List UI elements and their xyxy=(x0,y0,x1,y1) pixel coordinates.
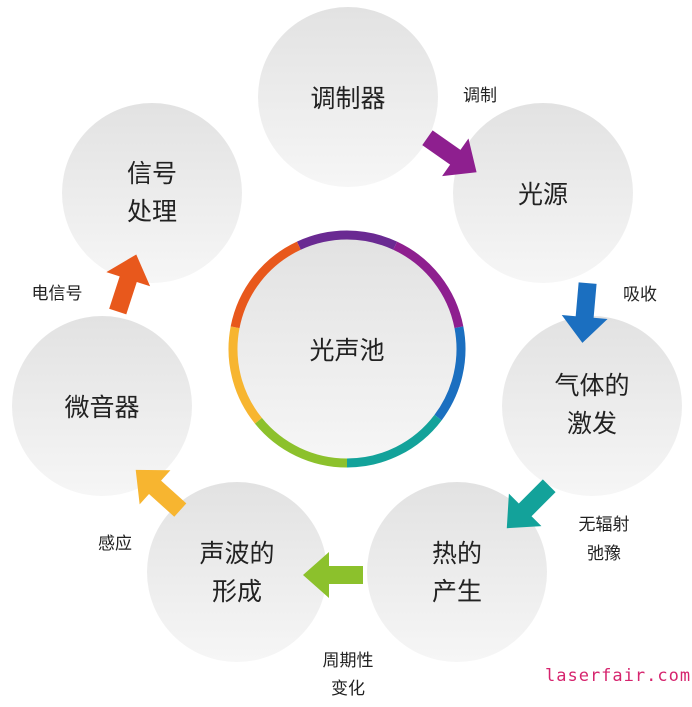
arrow-periodic-change-icon xyxy=(303,552,363,598)
arrow-modulation-icon xyxy=(422,130,477,177)
ring-segment xyxy=(296,230,398,250)
center-cell: 光声池 xyxy=(228,230,466,468)
node-label: 声波的 xyxy=(199,539,274,568)
node-sound-wave-formation: 声波的 形成 xyxy=(147,482,327,662)
arrow-label-relaxation: 无辐射 xyxy=(579,515,630,535)
center-label: 光声池 xyxy=(309,336,384,365)
color-ring xyxy=(228,230,466,468)
arrow-induction-icon xyxy=(135,469,187,517)
arrow-label-induction: 感应 xyxy=(98,534,132,554)
arrow-label-periodic-change: 周期性 xyxy=(323,651,374,671)
arrow-relaxation-icon xyxy=(506,479,556,529)
ring-segment xyxy=(230,241,301,329)
node-gas-excitation: 气体的 激发 xyxy=(502,316,682,496)
node-label: 信号 xyxy=(127,159,177,188)
watermark: laserfair.com xyxy=(545,666,691,686)
node-label: 调制器 xyxy=(310,84,385,113)
arrow-label-modulation: 调制 xyxy=(463,86,497,106)
node-microphone: 微音器 xyxy=(12,316,192,496)
node-label: 光源 xyxy=(518,180,568,209)
arrow-label-periodic-change: 变化 xyxy=(331,679,365,699)
arrow-electric-signal-icon xyxy=(106,254,151,315)
arrow-absorption-icon xyxy=(561,282,608,343)
node-label: 微音器 xyxy=(64,393,139,422)
ring-segment xyxy=(228,326,262,424)
arrow-label-relaxation: 弛豫 xyxy=(587,544,621,564)
node-signal-processing: 信号 处理 xyxy=(62,103,242,283)
arrow-label-absorption: 吸收 xyxy=(623,285,657,305)
node-label: 激发 xyxy=(567,409,617,438)
node-label: 产生 xyxy=(432,577,482,606)
node-heat-generation: 热的 产生 xyxy=(367,482,547,662)
node-label: 处理 xyxy=(127,197,177,226)
node-label: 热的 xyxy=(432,539,482,568)
node-label: 形成 xyxy=(212,577,262,606)
node-label: 气体的 xyxy=(554,371,629,400)
node-light-source: 光源 xyxy=(453,103,633,283)
ring-segment xyxy=(254,417,348,468)
ring-segment xyxy=(393,241,464,329)
ring-segment xyxy=(346,414,442,468)
node-modulator: 调制器 xyxy=(258,7,438,187)
arrow-label-electric-signal: 电信号 xyxy=(32,284,83,304)
ring-segment xyxy=(434,326,466,421)
